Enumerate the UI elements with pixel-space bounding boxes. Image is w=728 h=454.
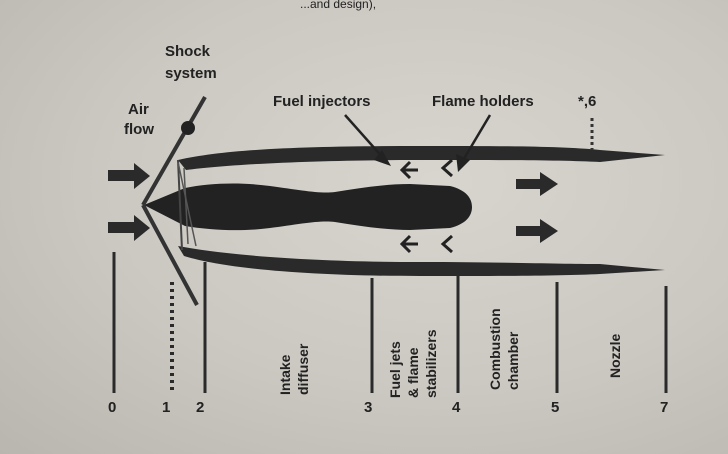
inlet-ray-2 bbox=[183, 167, 189, 245]
flame-holder-arrow-lower bbox=[440, 234, 453, 254]
inlet-ray-1 bbox=[177, 161, 197, 247]
center-body bbox=[144, 183, 472, 231]
nozzle-label: Nozzle bbox=[607, 333, 623, 378]
fuel-line1: Fuel jets bbox=[387, 341, 403, 398]
fuel-injector-arrow-upper bbox=[399, 160, 418, 180]
upper-cowl bbox=[178, 146, 665, 170]
flame-holder-arrow-upper bbox=[440, 158, 453, 178]
intake-line2: diffuser bbox=[295, 343, 311, 395]
normal-shock-line bbox=[177, 159, 183, 251]
comb-line1: Combustion bbox=[487, 308, 503, 390]
fuel-injector-arrow-lower bbox=[399, 234, 418, 254]
station-number-5: 5 bbox=[551, 399, 559, 416]
fuel-jets-label: Fuel jets & flame stabilizers bbox=[387, 329, 439, 398]
shock-system-dot bbox=[181, 121, 195, 135]
oblique-shock-lower bbox=[141, 204, 199, 306]
flame-holders-label: Flame holders bbox=[432, 93, 534, 110]
station-number-2: 2 bbox=[196, 399, 204, 416]
exhaust-arrow-lower bbox=[516, 219, 558, 243]
header-fragment: ...and design), bbox=[300, 0, 376, 11]
nozzle-line: Nozzle bbox=[607, 333, 623, 378]
fuel-injectors-label: Fuel injectors bbox=[273, 93, 371, 110]
airflow-arrow-lower bbox=[108, 215, 150, 241]
oblique-shock-upper bbox=[141, 96, 207, 206]
lower-cowl bbox=[178, 246, 665, 276]
fuel-line2: & flame bbox=[405, 347, 421, 398]
shock-label-line1: Shock bbox=[165, 43, 211, 60]
station-number-4: 4 bbox=[452, 399, 461, 416]
station-number-3: 3 bbox=[364, 399, 372, 416]
flame-holders-pointer bbox=[456, 114, 492, 172]
combustion-chamber-label: Combustion chamber bbox=[487, 308, 521, 390]
intake-diffuser-label: Intake diffuser bbox=[277, 343, 311, 395]
intake-line1: Intake bbox=[277, 354, 293, 395]
station-star-label: *,6 bbox=[578, 93, 596, 110]
airflow-arrow-upper bbox=[108, 163, 150, 189]
station-number-7: 7 bbox=[660, 399, 668, 416]
air-label-line1: Air bbox=[128, 101, 149, 118]
station-number-0: 0 bbox=[108, 399, 116, 416]
comb-line2: chamber bbox=[505, 331, 521, 390]
air-label-line2: flow bbox=[124, 121, 154, 138]
station-number-1: 1 bbox=[162, 399, 170, 416]
exhaust-arrow-upper bbox=[516, 172, 558, 196]
fuel-injectors-pointer bbox=[344, 114, 391, 166]
fuel-line3: stabilizers bbox=[423, 329, 439, 398]
shock-label-line2: system bbox=[165, 65, 217, 82]
